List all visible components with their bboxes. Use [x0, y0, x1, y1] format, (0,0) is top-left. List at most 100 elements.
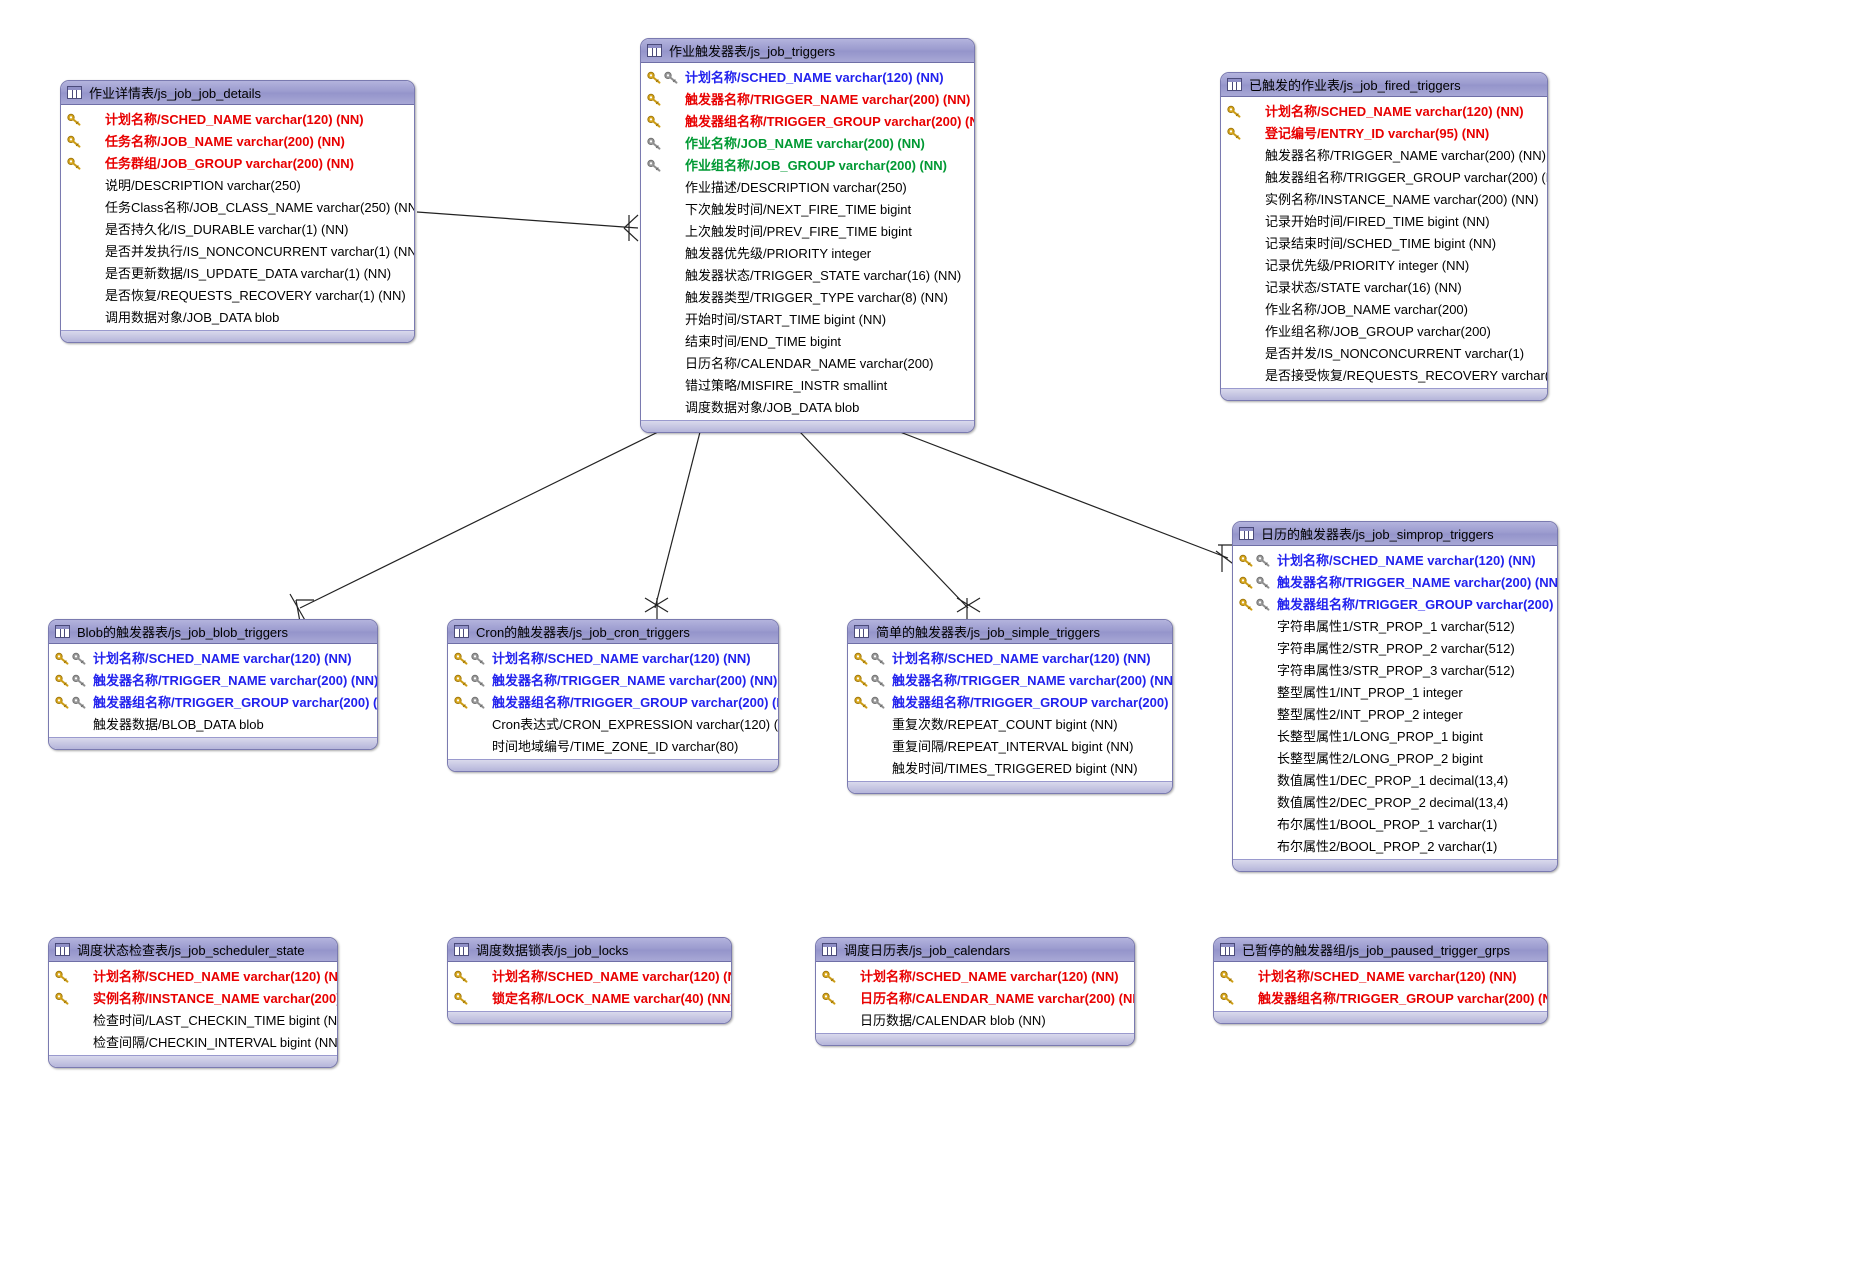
field-row[interactable]: 计划名称/SCHED_NAME varchar(120) (NN) — [641, 66, 974, 88]
field-row[interactable]: 任务Class名称/JOB_CLASS_NAME varchar(250) (N… — [61, 196, 414, 218]
field-row[interactable]: 计划名称/SCHED_NAME varchar(120) (NN) — [49, 647, 377, 669]
field-row[interactable]: 触发器组名称/TRIGGER_GROUP varchar(200) (NN) — [848, 691, 1172, 713]
table-header-simple_triggers[interactable]: 简单的触发器表/js_job_simple_triggers — [848, 620, 1172, 644]
field-row[interactable]: 触发器名称/TRIGGER_NAME varchar(200) (NN) — [448, 669, 778, 691]
entity-table-job_details[interactable]: 作业详情表/js_job_job_details 计划名称/SCHED_NAME … — [60, 80, 415, 343]
field-row[interactable]: 错过策略/MISFIRE_INSTR smallint — [641, 374, 974, 396]
entity-table-locks[interactable]: 调度数据锁表/js_job_locks 计划名称/SCHED_NAME varch… — [447, 937, 732, 1024]
field-row[interactable]: 触发器组名称/TRIGGER_GROUP varchar(200) (NN) — [1221, 166, 1547, 188]
field-row[interactable]: 记录状态/STATE varchar(16) (NN) — [1221, 276, 1547, 298]
field-row[interactable]: 触发器状态/TRIGGER_STATE varchar(16) (NN) — [641, 264, 974, 286]
field-row[interactable]: 触发器名称/TRIGGER_NAME varchar(200) (NN) — [641, 88, 974, 110]
field-row[interactable]: 长整型属性2/LONG_PROP_2 bigint — [1233, 747, 1557, 769]
field-row[interactable]: 触发器数据/BLOB_DATA blob — [49, 713, 377, 735]
entity-table-blob_triggers[interactable]: Blob的触发器表/js_job_blob_triggers 计划名称/SCHED… — [48, 619, 378, 750]
field-row[interactable]: 开始时间/START_TIME bigint (NN) — [641, 308, 974, 330]
field-row[interactable]: 字符串属性2/STR_PROP_2 varchar(512) — [1233, 637, 1557, 659]
field-row[interactable]: 实例名称/INSTANCE_NAME varchar(200) (NN) — [1221, 188, 1547, 210]
field-row[interactable]: 是否并发执行/IS_NONCONCURRENT varchar(1) (NN) — [61, 240, 414, 262]
field-row[interactable]: 记录开始时间/FIRED_TIME bigint (NN) — [1221, 210, 1547, 232]
field-row[interactable]: 触发器组名称/TRIGGER_GROUP varchar(200) (NN) — [448, 691, 778, 713]
field-row[interactable]: 说明/DESCRIPTION varchar(250) — [61, 174, 414, 196]
field-row[interactable]: 任务名称/JOB_NAME varchar(200) (NN) — [61, 130, 414, 152]
entity-table-simple_triggers[interactable]: 简单的触发器表/js_job_simple_triggers 计划名称/SCHED… — [847, 619, 1173, 794]
entity-table-paused_trigger_grps[interactable]: 已暂停的触发器组/js_job_paused_trigger_grps 计划名称/… — [1213, 937, 1548, 1024]
field-row[interactable]: 检查时间/LAST_CHECKIN_TIME bigint (NN) — [49, 1009, 337, 1031]
field-row[interactable]: 记录优先级/PRIORITY integer (NN) — [1221, 254, 1547, 276]
entity-table-calendars[interactable]: 调度日历表/js_job_calendars 计划名称/SCHED_NAME va… — [815, 937, 1135, 1046]
field-row[interactable]: 触发器组名称/TRIGGER_GROUP varchar(200) (NN) — [641, 110, 974, 132]
field-row[interactable]: 计划名称/SCHED_NAME varchar(120) (NN) — [61, 108, 414, 130]
entity-table-fired_triggers[interactable]: 已触发的作业表/js_job_fired_triggers 计划名称/SCHED_… — [1220, 72, 1548, 401]
field-row[interactable]: 是否更新数据/IS_UPDATE_DATA varchar(1) (NN) — [61, 262, 414, 284]
field-row[interactable]: 重复间隔/REPEAT_INTERVAL bigint (NN) — [848, 735, 1172, 757]
field-row[interactable]: 是否恢复/REQUESTS_RECOVERY varchar(1) (NN) — [61, 284, 414, 306]
field-row[interactable]: 字符串属性1/STR_PROP_1 varchar(512) — [1233, 615, 1557, 637]
table-header-cron_triggers[interactable]: Cron的触发器表/js_job_cron_triggers — [448, 620, 778, 644]
field-row[interactable]: 计划名称/SCHED_NAME varchar(120) (NN) — [448, 965, 731, 987]
entity-table-job_triggers[interactable]: 作业触发器表/js_job_triggers 计划名称/SCHED_NAME va… — [640, 38, 975, 433]
field-row[interactable]: 作业名称/JOB_NAME varchar(200) (NN) — [641, 132, 974, 154]
field-row[interactable]: 触发器组名称/TRIGGER_GROUP varchar(200) (NN) — [1233, 593, 1557, 615]
table-header-job_triggers[interactable]: 作业触发器表/js_job_triggers — [641, 39, 974, 63]
field-row[interactable]: 计划名称/SCHED_NAME varchar(120) (NN) — [448, 647, 778, 669]
table-header-blob_triggers[interactable]: Blob的触发器表/js_job_blob_triggers — [49, 620, 377, 644]
field-row[interactable]: Cron表达式/CRON_EXPRESSION varchar(120) (NN… — [448, 713, 778, 735]
field-row[interactable]: 是否并发/IS_NONCONCURRENT varchar(1) — [1221, 342, 1547, 364]
table-header-simprop_triggers[interactable]: 日历的触发器表/js_job_simprop_triggers — [1233, 522, 1557, 546]
field-row[interactable]: 重复次数/REPEAT_COUNT bigint (NN) — [848, 713, 1172, 735]
field-row[interactable]: 触发器名称/TRIGGER_NAME varchar(200) (NN) — [848, 669, 1172, 691]
field-row[interactable]: 日历名称/CALENDAR_NAME varchar(200) (NN) — [816, 987, 1134, 1009]
field-row[interactable]: 布尔属性2/BOOL_PROP_2 varchar(1) — [1233, 835, 1557, 857]
field-row[interactable]: 实例名称/INSTANCE_NAME varchar(200) (NN) — [49, 987, 337, 1009]
field-row[interactable]: 结束时间/END_TIME bigint — [641, 330, 974, 352]
field-row[interactable]: 长整型属性1/LONG_PROP_1 bigint — [1233, 725, 1557, 747]
field-row[interactable]: 整型属性2/INT_PROP_2 integer — [1233, 703, 1557, 725]
field-row[interactable]: 计划名称/SCHED_NAME varchar(120) (NN) — [1233, 549, 1557, 571]
field-row[interactable]: 触发时间/TIMES_TRIGGERED bigint (NN) — [848, 757, 1172, 779]
field-row[interactable]: 上次触发时间/PREV_FIRE_TIME bigint — [641, 220, 974, 242]
table-header-fired_triggers[interactable]: 已触发的作业表/js_job_fired_triggers — [1221, 73, 1547, 97]
field-row[interactable]: 锁定名称/LOCK_NAME varchar(40) (NN) — [448, 987, 731, 1009]
field-row[interactable]: 数值属性2/DEC_PROP_2 decimal(13,4) — [1233, 791, 1557, 813]
field-row[interactable]: 时间地域编号/TIME_ZONE_ID varchar(80) — [448, 735, 778, 757]
field-row[interactable]: 下次触发时间/NEXT_FIRE_TIME bigint — [641, 198, 974, 220]
field-row[interactable]: 触发器名称/TRIGGER_NAME varchar(200) (NN) — [1221, 144, 1547, 166]
field-row[interactable]: 触发器类型/TRIGGER_TYPE varchar(8) (NN) — [641, 286, 974, 308]
field-row[interactable]: 检查间隔/CHECKIN_INTERVAL bigint (NN) — [49, 1031, 337, 1053]
field-row[interactable]: 作业描述/DESCRIPTION varchar(250) — [641, 176, 974, 198]
field-row[interactable]: 作业组名称/JOB_GROUP varchar(200) (NN) — [641, 154, 974, 176]
field-row[interactable]: 布尔属性1/BOOL_PROP_1 varchar(1) — [1233, 813, 1557, 835]
field-row[interactable]: 整型属性1/INT_PROP_1 integer — [1233, 681, 1557, 703]
table-header-calendars[interactable]: 调度日历表/js_job_calendars — [816, 938, 1134, 962]
field-row[interactable]: 触发器名称/TRIGGER_NAME varchar(200) (NN) — [1233, 571, 1557, 593]
entity-table-scheduler_state[interactable]: 调度状态检查表/js_job_scheduler_state 计划名称/SCHED… — [48, 937, 338, 1068]
table-header-scheduler_state[interactable]: 调度状态检查表/js_job_scheduler_state — [49, 938, 337, 962]
field-row[interactable]: 任务群组/JOB_GROUP varchar(200) (NN) — [61, 152, 414, 174]
field-row[interactable]: 触发器优先级/PRIORITY integer — [641, 242, 974, 264]
field-row[interactable]: 计划名称/SCHED_NAME varchar(120) (NN) — [1221, 100, 1547, 122]
field-row[interactable]: 计划名称/SCHED_NAME varchar(120) (NN) — [49, 965, 337, 987]
field-row[interactable]: 日历数据/CALENDAR blob (NN) — [816, 1009, 1134, 1031]
field-row[interactable]: 计划名称/SCHED_NAME varchar(120) (NN) — [1214, 965, 1547, 987]
field-row[interactable]: 作业组名称/JOB_GROUP varchar(200) — [1221, 320, 1547, 342]
field-row[interactable]: 计划名称/SCHED_NAME varchar(120) (NN) — [848, 647, 1172, 669]
field-row[interactable]: 触发器名称/TRIGGER_NAME varchar(200) (NN) — [49, 669, 377, 691]
field-row[interactable]: 调度数据对象/JOB_DATA blob — [641, 396, 974, 418]
field-row[interactable]: 字符串属性3/STR_PROP_3 varchar(512) — [1233, 659, 1557, 681]
field-row[interactable]: 数值属性1/DEC_PROP_1 decimal(13,4) — [1233, 769, 1557, 791]
entity-table-cron_triggers[interactable]: Cron的触发器表/js_job_cron_triggers 计划名称/SCHED… — [447, 619, 779, 772]
table-header-locks[interactable]: 调度数据锁表/js_job_locks — [448, 938, 731, 962]
field-row[interactable]: 记录结束时间/SCHED_TIME bigint (NN) — [1221, 232, 1547, 254]
field-row[interactable]: 是否接受恢复/REQUESTS_RECOVERY varchar(1) — [1221, 364, 1547, 386]
field-row[interactable]: 作业名称/JOB_NAME varchar(200) — [1221, 298, 1547, 320]
table-header-paused_trigger_grps[interactable]: 已暂停的触发器组/js_job_paused_trigger_grps — [1214, 938, 1547, 962]
field-row[interactable]: 日历名称/CALENDAR_NAME varchar(200) — [641, 352, 974, 374]
field-row[interactable]: 计划名称/SCHED_NAME varchar(120) (NN) — [816, 965, 1134, 987]
field-row[interactable]: 触发器组名称/TRIGGER_GROUP varchar(200) (NN) — [1214, 987, 1547, 1009]
field-row[interactable]: 触发器组名称/TRIGGER_GROUP varchar(200) (NN) — [49, 691, 377, 713]
field-row[interactable]: 登记编号/ENTRY_ID varchar(95) (NN) — [1221, 122, 1547, 144]
table-header-job_details[interactable]: 作业详情表/js_job_job_details — [61, 81, 414, 105]
entity-table-simprop_triggers[interactable]: 日历的触发器表/js_job_simprop_triggers 计划名称/SCHE… — [1232, 521, 1558, 872]
field-row[interactable]: 是否持久化/IS_DURABLE varchar(1) (NN) — [61, 218, 414, 240]
